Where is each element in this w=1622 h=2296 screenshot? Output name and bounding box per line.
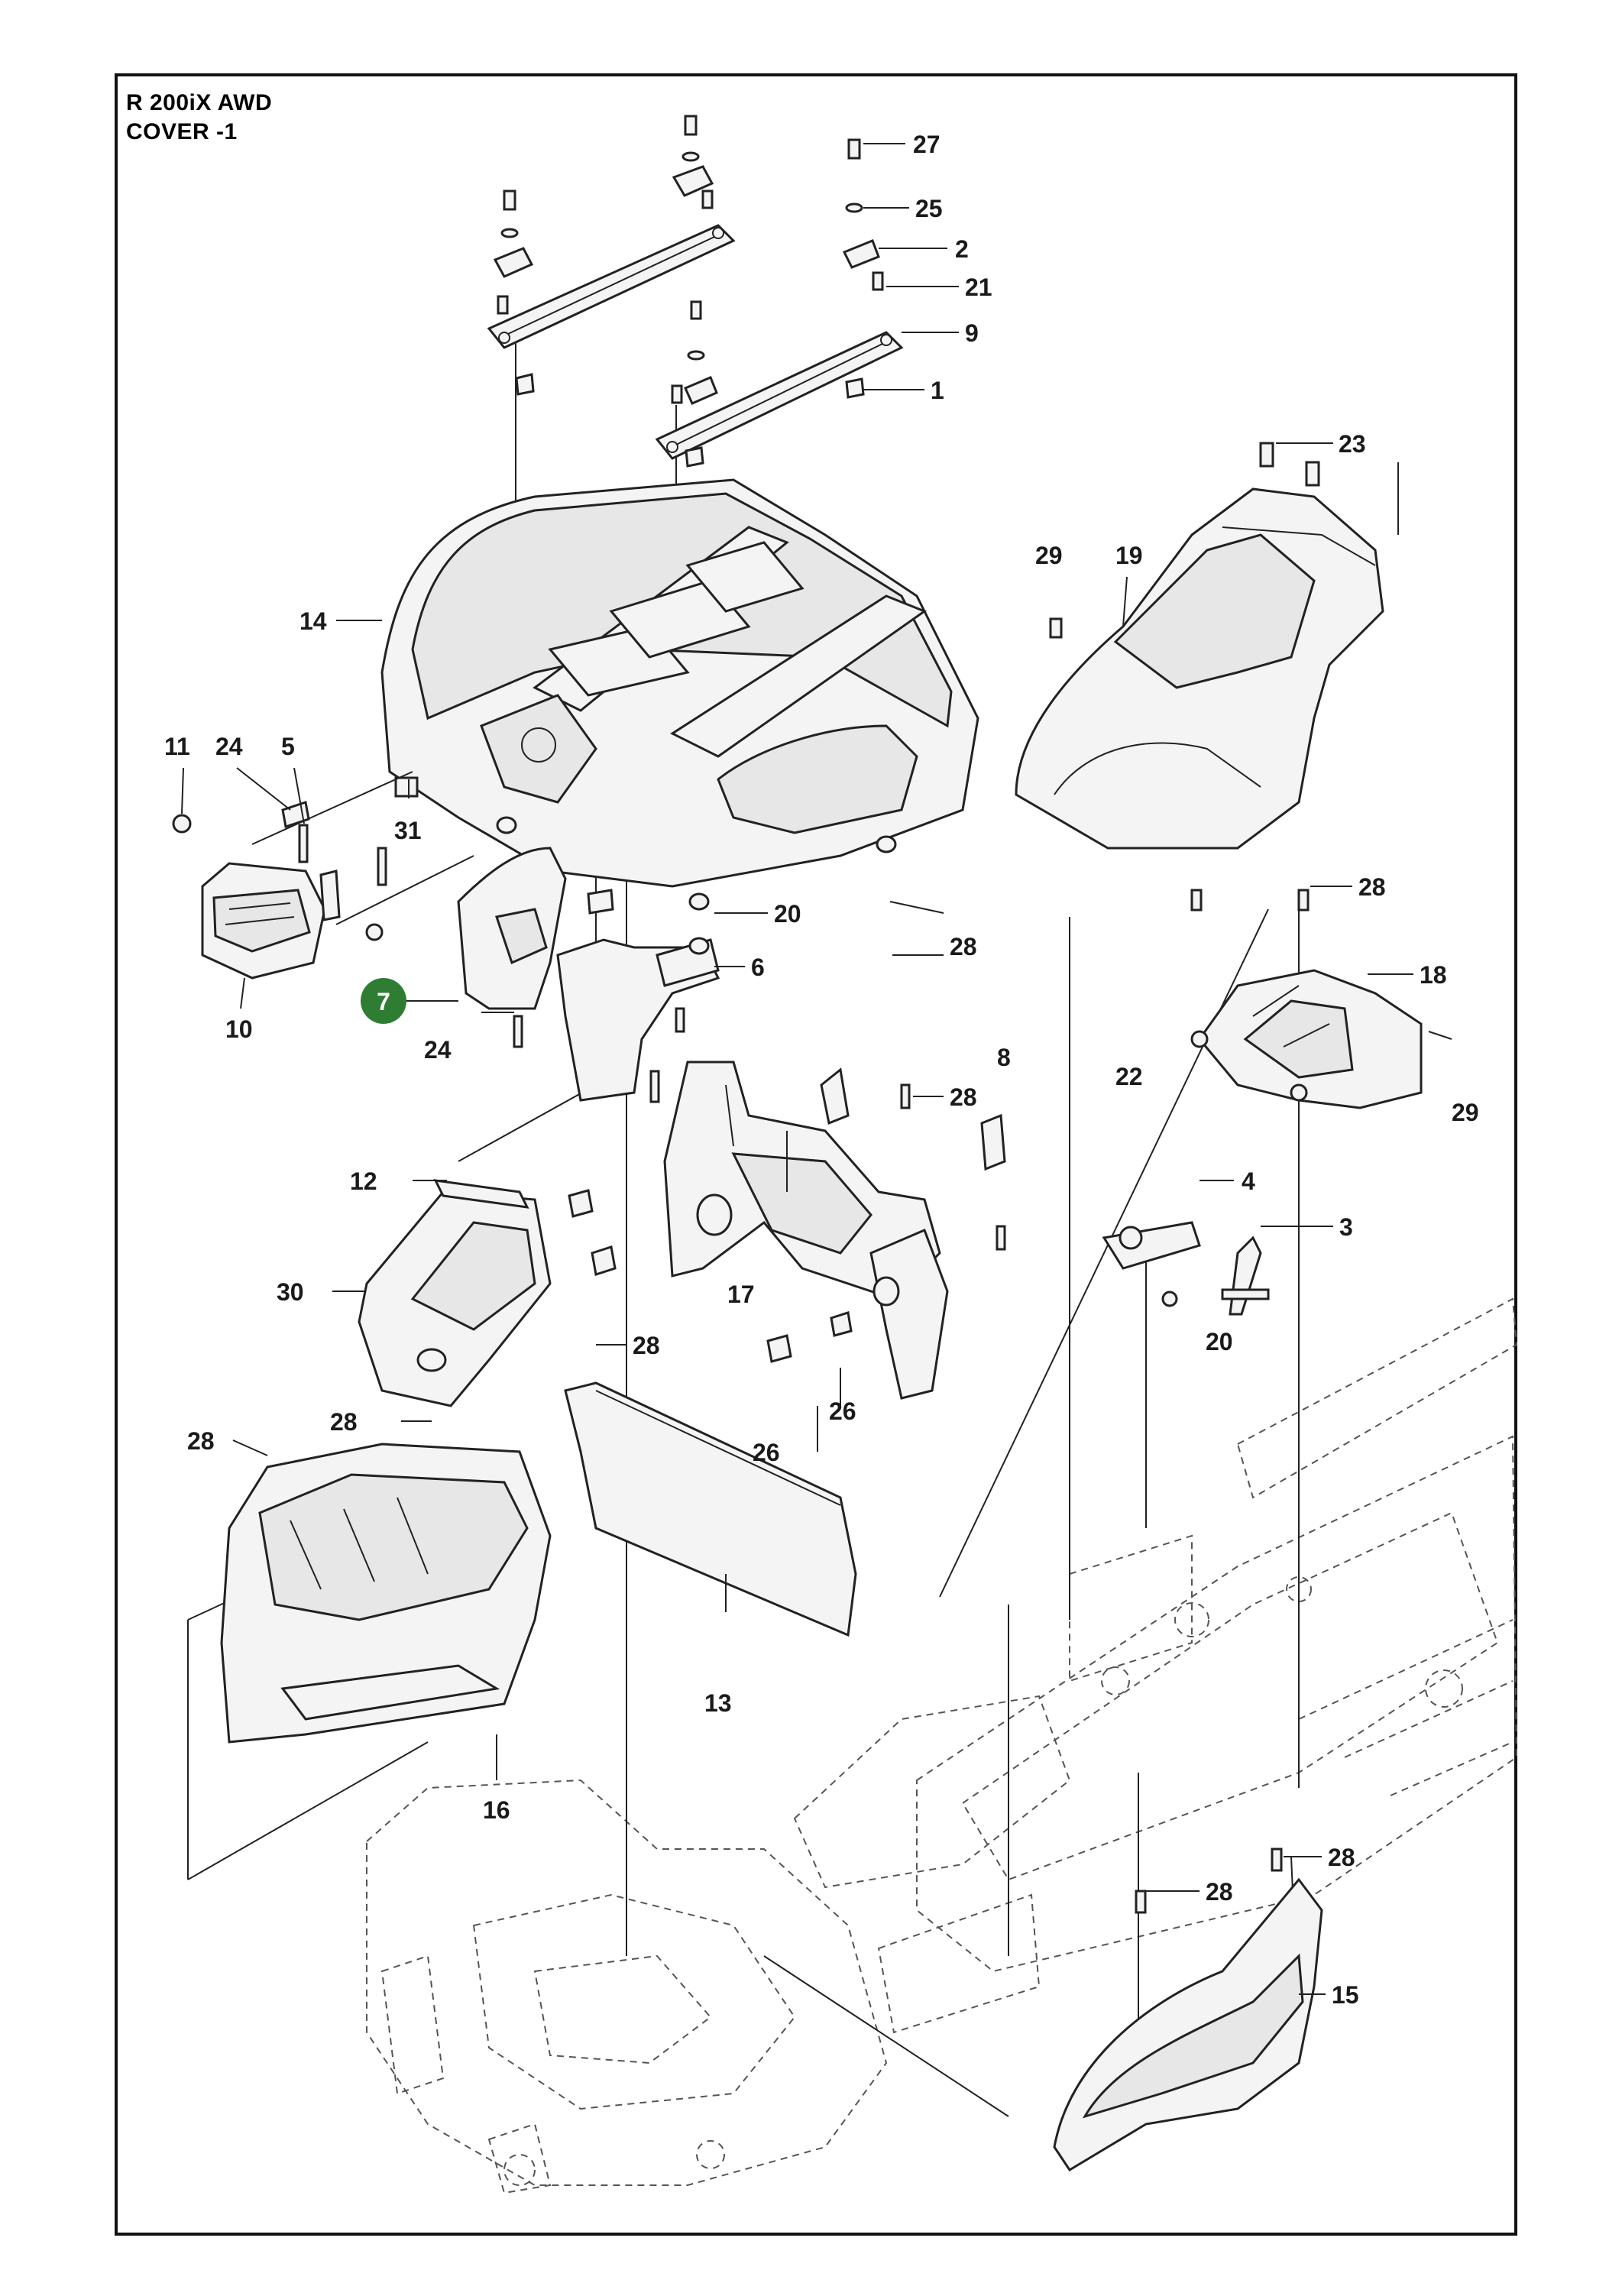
ghost-chassis-frame — [793, 1297, 1518, 2034]
callout-12: 12 — [350, 1167, 377, 1195]
callout-20: 20 — [774, 900, 801, 928]
headlight-assembly — [172, 771, 474, 980]
side-panel-flat — [564, 1381, 857, 1637]
callout-11: 11 — [164, 733, 190, 760]
hardware-screws-top — [493, 115, 884, 468]
callout-6: 6 — [751, 954, 765, 981]
callout-24: 24 — [215, 733, 243, 760]
main-hood-cover — [380, 478, 979, 888]
model-title: R 200iX AWD — [126, 90, 273, 115]
ghost-engine-deck — [366, 1779, 888, 2194]
callout-29: 29 — [1452, 1099, 1479, 1126]
callout-27: 27 — [913, 131, 941, 158]
callout-18: 18 — [1420, 961, 1447, 989]
front-bumper — [1053, 1847, 1323, 2172]
rear-fender — [1190, 889, 1423, 1109]
callout-31: 31 — [394, 817, 422, 844]
callout-29: 29 — [1035, 542, 1063, 569]
callout-4: 4 — [1242, 1167, 1255, 1195]
floor-pan — [220, 1443, 552, 1744]
callout-19: 19 — [1115, 542, 1143, 569]
callout-7: 7 — [377, 988, 390, 1015]
callout-5: 5 — [281, 733, 295, 760]
callout-9: 9 — [965, 319, 979, 347]
callout-15: 15 — [1332, 1981, 1359, 2009]
callout-28: 28 — [950, 1083, 977, 1111]
callout-labels: 27 25 2 21 9 1 23 29 19 14 11 24 5 31 28… — [164, 131, 1479, 2009]
dash-panel-left — [457, 847, 567, 1048]
seat-pan-cover — [1015, 442, 1384, 850]
callout-leaders — [181, 143, 1452, 1995]
callout-17: 17 — [727, 1281, 755, 1308]
callout-30: 30 — [277, 1278, 304, 1306]
callout-24: 24 — [424, 1036, 452, 1064]
handle-rail-right — [655, 331, 904, 460]
callout-26: 26 — [753, 1439, 780, 1466]
callout-22: 22 — [1115, 1063, 1143, 1090]
callout-23: 23 — [1339, 430, 1366, 458]
callout-28: 28 — [633, 1332, 660, 1359]
callout-28: 28 — [1206, 1878, 1233, 1906]
callout-16: 16 — [483, 1796, 510, 1824]
callout-21: 21 — [965, 274, 992, 301]
callout-7-highlighted: 7 — [361, 978, 406, 1024]
callout-28: 28 — [1358, 873, 1386, 901]
callout-28: 28 — [330, 1408, 358, 1436]
fasteners-mid — [496, 816, 897, 1033]
callout-28: 28 — [1328, 1844, 1355, 1871]
section-title: COVER -1 — [126, 119, 238, 144]
callout-20: 20 — [1206, 1328, 1233, 1355]
heat-shield — [358, 1179, 552, 1407]
small-clips — [568, 1067, 1270, 1363]
callout-10: 10 — [225, 1015, 253, 1043]
callout-3: 3 — [1339, 1213, 1353, 1241]
callout-8: 8 — [997, 1044, 1011, 1071]
handle-rail-left — [487, 224, 736, 349]
callout-25: 25 — [915, 195, 943, 222]
callout-13: 13 — [704, 1689, 732, 1717]
callout-2: 2 — [955, 235, 969, 263]
callout-14: 14 — [299, 607, 327, 635]
callout-1: 1 — [931, 377, 944, 404]
dash-support-bracket — [663, 1061, 949, 1400]
drawing-frame — [115, 73, 1517, 2236]
callout-26: 26 — [829, 1397, 856, 1425]
callout-28: 28 — [187, 1427, 215, 1455]
callout-28: 28 — [950, 933, 977, 960]
